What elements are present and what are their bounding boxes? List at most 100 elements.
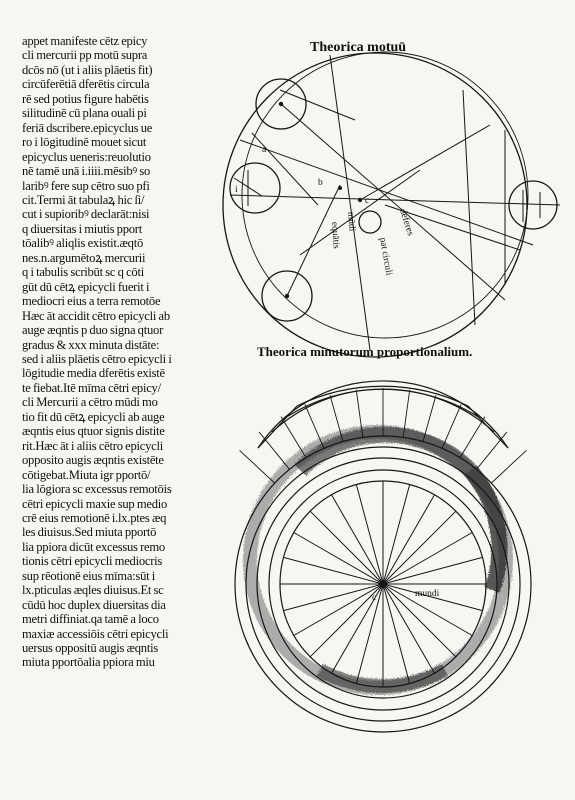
text-line: rē sed potius figure habētis [22, 91, 149, 106]
label-bottom-mundi: mundi [415, 589, 440, 599]
text-line: epicyclus ueneris:reuolutio [22, 149, 151, 164]
fan-tick-line [355, 389, 364, 438]
ring-3 [256, 457, 510, 711]
label-bottom-c: c [372, 593, 376, 603]
text-line: lia lōgiora sc excessus remotōis [22, 482, 172, 497]
spoke-line [355, 583, 384, 684]
fan-tick-line [490, 450, 527, 484]
fan-tick-line [258, 431, 290, 470]
spoke-line [293, 583, 384, 636]
spoke-line [331, 583, 384, 674]
spoke-line [309, 583, 384, 658]
text-line: q i tabulis scribūt sc q cōti [22, 265, 144, 280]
text-line: cli mercurii pp motū supra [22, 48, 148, 63]
spoke-line [355, 484, 384, 585]
fan-tick-line [441, 404, 462, 449]
text-line: cētri epicycli maxie sup medio [22, 496, 168, 511]
fan-arc-4 [296, 385, 469, 407]
label-mundi: mūdi [345, 211, 357, 232]
text-line: miuta pportōalia ppiora miu [22, 655, 155, 670]
text-line: rit.Hæc āt i aliis cētro epicycli [22, 438, 164, 453]
text-line: æqntis eius qtuor signis distite [22, 424, 165, 439]
label-equantis: equātis [329, 222, 341, 250]
fan-tick-line [459, 416, 486, 458]
text-line: te fiebat.Itē mīma cētri epicy/ [22, 380, 161, 395]
text-line: uersus oppositū augis æqntis [22, 641, 158, 656]
spoke-line [382, 583, 435, 674]
text-line: tionis cētri epicycli mediocris [22, 554, 163, 569]
spoke-line [382, 484, 411, 585]
epicycle-left [229, 162, 281, 214]
spoke-line [382, 583, 411, 684]
text-line: mediocri eius a terra remotōe [22, 294, 161, 309]
text-line: feriā dscribere.epicyclus ue [22, 120, 153, 135]
fan-tick-line [304, 404, 325, 449]
spoke-line [331, 494, 384, 585]
figure-bottom-labels: c mundi [372, 589, 440, 603]
figure-top-circles [222, 51, 558, 358]
text-line: laribꝰ fere sup cētro suo pfi [22, 178, 150, 193]
figure-top-points [278, 101, 363, 299]
fan-tick-line [239, 450, 276, 484]
text-line: dcōs nō (ut i aliis plāetis fit) [22, 62, 153, 77]
text-line: q diuersitas i miutis pport [22, 221, 142, 236]
figure-top-lines [229, 54, 561, 351]
text-line: Hæc āt accidit cētro epicycli ab [22, 308, 170, 323]
text-line: silitudinē cū plana ouali pi [22, 106, 147, 121]
ring-4 [268, 469, 498, 699]
text-line: lx.pticulas æqles diuisus.Et sc [22, 583, 164, 598]
text-line: opposito augis æqntis existēte [22, 453, 164, 468]
figure-bottom-fan-ticks [239, 388, 527, 484]
epicycle-upper [255, 78, 307, 130]
text-line: maxiæ accessiōis cētri epicycli [22, 626, 169, 641]
spoke-line [382, 583, 473, 636]
text-line: nes.n.argumētoꝝ mercurii [22, 250, 146, 265]
label-a: a [262, 145, 267, 155]
spoke-line [382, 510, 457, 585]
text-line: circūferētiā dferētis circula [22, 77, 150, 92]
fan-tick-line [329, 395, 344, 442]
ring-2 [245, 446, 521, 722]
fan-arc-1 [257, 380, 509, 449]
spoke-line [382, 494, 435, 585]
text-line: sup rēotionē eius mīma:sūt i [22, 568, 156, 583]
text-line: ro i lōgitudinē mouet sicut [22, 135, 147, 150]
fan-tick-line [402, 389, 411, 438]
text-line: sed i aliis plāetis cētro epicycli i [22, 351, 172, 366]
small-center-circle [358, 210, 382, 234]
text-line: tio fit dū cētꝝ epicycli ab auge [22, 409, 165, 424]
fan-tick-line [422, 395, 437, 442]
text-line: nē tamē unā i.iiii.mēsibꝰ so [22, 164, 151, 179]
spoke-line [283, 556, 384, 585]
text-line: cit.Termi āt tabulaꝝ hic ſi/ [22, 192, 145, 207]
fan-tick-line [476, 431, 508, 470]
text-line: lōgitudie media dferētis existē [22, 366, 165, 381]
text-line: gūt dū cētꝝ epicycli fuerit i [22, 279, 150, 294]
spoke-line [283, 583, 384, 612]
text-line: cōtigebat.Miuta igr pportō/ [22, 467, 151, 482]
text-line: cli Mercurii a cētro mūdi mo [22, 395, 158, 410]
spoke-line [309, 510, 384, 585]
fan-tick-line [280, 416, 307, 458]
label-i: i [235, 185, 238, 195]
spoke-line [382, 532, 473, 585]
text-line: appet manifeste cētz epicy [22, 34, 148, 48]
spoke-line [382, 583, 457, 658]
text-line: les diuisus.Sed miuta pportō [22, 525, 157, 540]
text-line: gradus & xxx minuta distāte: [22, 337, 160, 352]
label-c: c [365, 196, 369, 206]
text-line: auge æqntis p duo signa qtuor [22, 323, 164, 338]
text-line: cūdū hoc duplex diuersitas dia [22, 597, 166, 612]
spoke-line [293, 532, 384, 585]
text-line: tōalibꝰ aliqlis existit.æqtō [22, 236, 143, 251]
epicycle-lower [261, 270, 313, 322]
text-line: cut i supioribꝰ declarāt:nisi [22, 207, 150, 222]
spoke-line [382, 583, 483, 612]
figure-bottom-spokes [280, 481, 486, 687]
label-b: b [318, 178, 323, 188]
fan-arc-3 [284, 388, 481, 419]
